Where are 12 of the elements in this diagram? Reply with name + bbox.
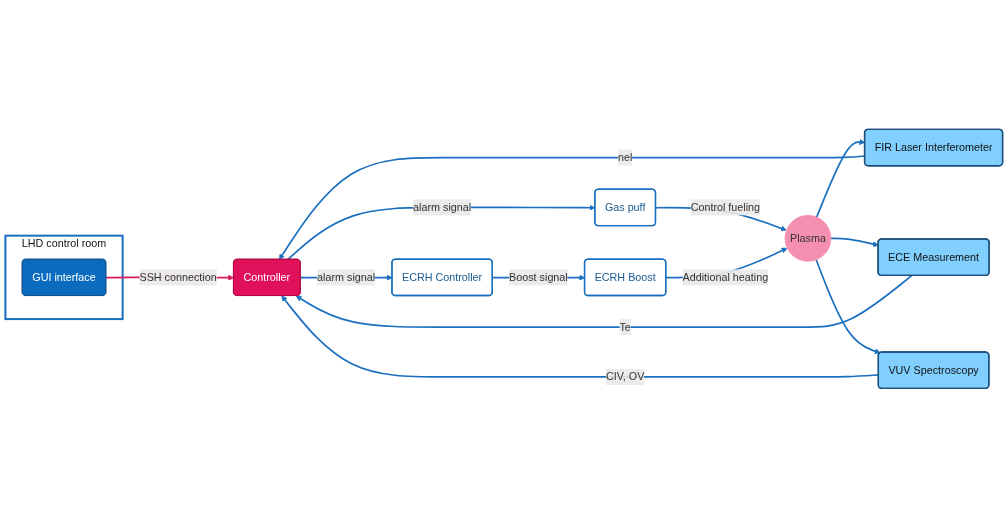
edge-label: SSH connection: [139, 270, 217, 283]
arrow: [815, 258, 881, 354]
edge-label: Additional heating: [682, 270, 769, 283]
edge-label: Boost signal: [509, 270, 568, 283]
node-circle: Plasma: [784, 214, 832, 262]
arrow: [830, 237, 879, 247]
edge-label: Control fueling: [690, 200, 761, 213]
edge-label: alarm signal: [413, 200, 472, 213]
edge-label: alarm signal: [317, 270, 376, 283]
edge-label: nel: [617, 151, 633, 163]
edge-label: Te: [619, 320, 631, 333]
edge-label: CIV, OV: [605, 370, 645, 382]
